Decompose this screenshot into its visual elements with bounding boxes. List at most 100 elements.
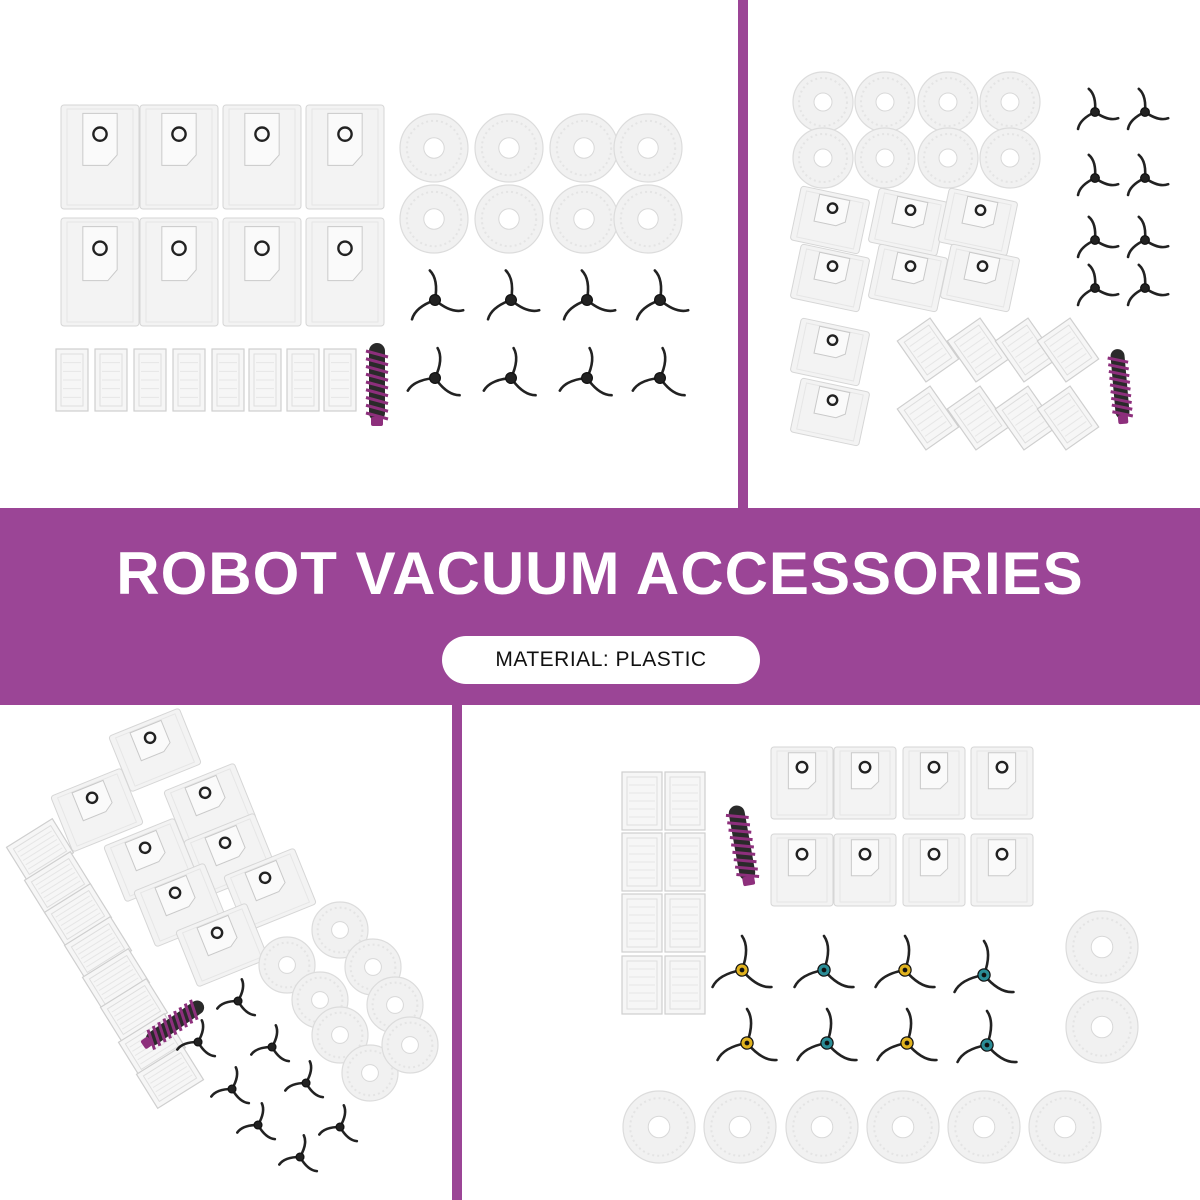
dust-bag-icon <box>790 185 870 255</box>
accessory-kit-image <box>55 104 690 426</box>
filter-icon <box>286 348 320 412</box>
side-brush-icon <box>176 1019 217 1058</box>
side-brush-icon <box>1076 215 1120 259</box>
filter-icon <box>1036 317 1100 383</box>
filter-icon <box>172 348 206 412</box>
dust-bag-icon <box>833 833 897 907</box>
mop-pad-icon <box>474 113 544 183</box>
filter-icon <box>211 348 245 412</box>
side-brush-icon <box>278 1134 319 1173</box>
filter-icon <box>664 771 706 831</box>
mop-pad-icon <box>474 184 544 254</box>
filter-icon <box>63 915 133 981</box>
mop-pad-icon <box>854 71 916 133</box>
filter-icon <box>621 832 663 892</box>
filter-icon <box>664 832 706 892</box>
side-brush-icon <box>562 269 617 321</box>
filter-icon <box>621 955 663 1015</box>
dust-bag-icon <box>60 217 140 327</box>
side-brush-icon <box>711 934 773 989</box>
filter-icon <box>994 385 1058 451</box>
dust-bag-icon <box>938 187 1018 257</box>
side-brush-icon <box>1076 87 1120 131</box>
title-banner: ROBOT VACUUM ACCESSORIES MATERIAL: PLAST… <box>0 508 1200 705</box>
side-brush-icon <box>486 269 541 321</box>
dust-bag-icon <box>222 217 302 327</box>
side-brush-icon <box>796 1007 858 1062</box>
dust-bag-icon <box>305 104 385 210</box>
mop-pad-icon <box>947 1090 1021 1164</box>
side-brush-icon <box>284 1060 325 1099</box>
mop-pad-icon <box>1065 990 1139 1064</box>
dust-bag-icon <box>970 746 1034 820</box>
roller-brush-icon <box>1107 349 1134 425</box>
mop-pad-icon <box>549 113 619 183</box>
filter-icon <box>896 385 960 451</box>
filter-icon <box>133 348 167 412</box>
banner-title: ROBOT VACUUM ACCESSORIES <box>116 540 1084 607</box>
dust-bag-icon <box>970 833 1034 907</box>
dust-bag-icon <box>139 217 219 327</box>
mop-pad-icon <box>785 1090 859 1164</box>
filter-icon <box>248 348 282 412</box>
mop-pad-icon <box>1065 910 1139 984</box>
dust-bag-icon <box>790 317 870 387</box>
accessory-kit-image <box>5 708 439 1173</box>
dust-bag-icon <box>305 217 385 327</box>
accessory-kit-image <box>790 71 1170 451</box>
side-brush-icon <box>631 346 686 397</box>
side-brush-icon <box>716 1007 778 1062</box>
side-brush-icon <box>1126 153 1170 197</box>
filter-icon <box>994 317 1058 383</box>
dust-bag-icon <box>139 104 219 210</box>
product-photo-top-left <box>0 0 738 508</box>
filter-icon <box>946 317 1010 383</box>
material-label: MATERIAL: PLASTIC <box>495 648 707 671</box>
side-brush-icon <box>406 346 461 397</box>
mop-pad-icon <box>792 127 854 189</box>
side-brush-icon <box>793 934 855 989</box>
product-photo-bottom-left <box>0 705 452 1200</box>
mop-pad-icon <box>792 71 854 133</box>
material-badge: MATERIAL: PLASTIC <box>442 636 760 684</box>
dust-bag-icon <box>50 768 144 852</box>
filter-icon <box>23 850 93 916</box>
roller-brush-icon <box>725 805 760 887</box>
side-brush-icon <box>956 1009 1018 1064</box>
mop-pad-icon <box>917 71 979 133</box>
side-brush-icon <box>318 1104 359 1143</box>
side-brush-icon <box>216 978 257 1017</box>
filter-icon <box>946 385 1010 451</box>
mop-pad-icon <box>613 113 683 183</box>
filter-icon <box>664 893 706 953</box>
side-brush-icon <box>874 934 936 989</box>
mop-pad-icon <box>613 184 683 254</box>
filter-icon <box>664 955 706 1015</box>
mop-pad-icon <box>311 901 369 959</box>
side-brush-icon <box>876 1007 938 1062</box>
filter-icon <box>94 348 128 412</box>
mop-pad-icon <box>399 184 469 254</box>
mop-pad-icon <box>917 127 979 189</box>
side-brush-icon <box>1126 263 1170 307</box>
divider-vertical-top <box>738 0 748 508</box>
dust-bag-icon <box>222 104 302 210</box>
mop-pad-icon <box>854 127 916 189</box>
dust-bag-icon <box>790 377 870 447</box>
accessory-kit-image <box>621 746 1139 1164</box>
side-brush-icon <box>236 1102 277 1141</box>
mop-pad-icon <box>381 1016 439 1074</box>
dust-bag-icon <box>868 243 948 313</box>
filter-icon <box>43 882 113 948</box>
mop-pad-icon <box>549 184 619 254</box>
dust-bag-icon <box>770 833 834 907</box>
side-brush-icon <box>953 939 1015 994</box>
filter-icon <box>621 893 663 953</box>
side-brush-icon <box>1126 215 1170 259</box>
dust-bag-icon <box>868 187 948 257</box>
roller-brush-icon <box>140 999 205 1051</box>
roller-brush-icon <box>365 343 389 426</box>
dust-bag-icon <box>790 243 870 313</box>
side-brush-icon <box>1076 153 1120 197</box>
side-brush-icon <box>210 1066 251 1105</box>
